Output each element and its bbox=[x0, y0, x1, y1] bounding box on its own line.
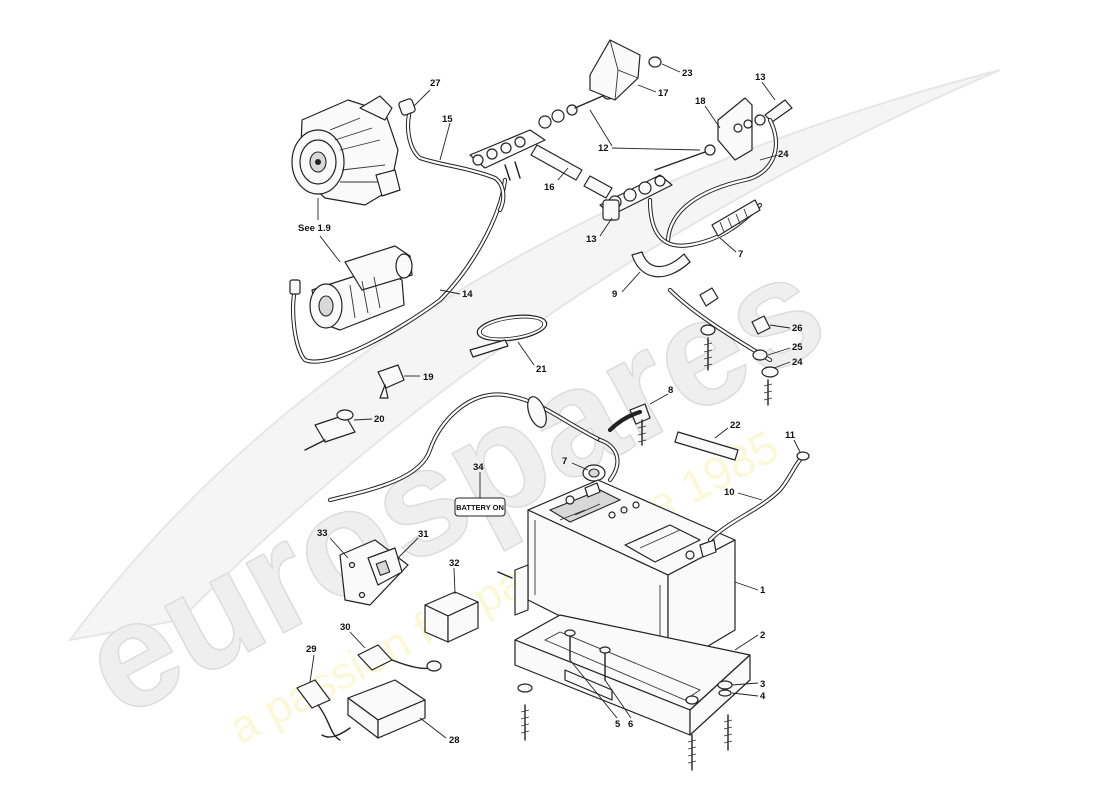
terminal-block bbox=[469, 88, 614, 181]
callout-33: 33 bbox=[317, 528, 328, 539]
insulator-cover bbox=[589, 39, 662, 101]
battery bbox=[527, 479, 736, 671]
callout-7-lower: 7 bbox=[562, 456, 567, 467]
isolator-switch bbox=[339, 539, 409, 606]
callouts: 1 2 3 4 5 6 7 7 8 9 10 11 1 bbox=[298, 63, 803, 746]
callout-11: 11 bbox=[785, 430, 796, 441]
callout-29: 29 bbox=[306, 644, 317, 655]
callout-9: 9 bbox=[612, 289, 617, 300]
callout-20: 20 bbox=[374, 414, 385, 425]
callout-17: 17 bbox=[658, 88, 669, 99]
battery-clamp bbox=[582, 464, 606, 482]
clip-19 bbox=[377, 364, 405, 399]
callout-25: 25 bbox=[792, 342, 803, 353]
charge-connector bbox=[357, 644, 442, 672]
relay-box bbox=[424, 591, 479, 643]
callout-19: 19 bbox=[423, 372, 434, 383]
bracket bbox=[717, 97, 793, 161]
callout-14: 14 bbox=[462, 289, 473, 300]
battery-tray bbox=[514, 614, 751, 736]
callout-34: 34 bbox=[473, 462, 484, 473]
callout-24-lower: 24 bbox=[792, 357, 803, 368]
callout-4: 4 bbox=[760, 691, 766, 702]
callout-16: 16 bbox=[544, 182, 555, 193]
callout-28: 28 bbox=[449, 735, 460, 746]
battery-on-label-text: BATTERY ON bbox=[456, 503, 504, 512]
starter-motor bbox=[309, 245, 413, 331]
callout-8: 8 bbox=[668, 385, 673, 396]
callout-24-upper: 24 bbox=[778, 149, 789, 160]
callout-12: 12 bbox=[598, 143, 609, 154]
tray-fixings bbox=[517, 629, 733, 771]
callout-26: 26 bbox=[792, 323, 803, 334]
callout-18: 18 bbox=[695, 96, 706, 107]
callout-3: 3 bbox=[760, 679, 765, 690]
charger bbox=[296, 679, 426, 741]
callout-22: 22 bbox=[730, 420, 741, 431]
callout-30: 30 bbox=[340, 622, 351, 633]
callout-7-upper: 7 bbox=[738, 249, 743, 260]
callout-32: 32 bbox=[449, 558, 460, 569]
callout-23: 23 bbox=[682, 68, 693, 79]
callout-13-lower: 13 bbox=[586, 234, 597, 245]
lower-terminal-block bbox=[599, 174, 673, 221]
callout-see-1-9: See 1.9 bbox=[298, 223, 331, 234]
battery-on-label: BATTERY ON bbox=[454, 497, 506, 517]
callout-2: 2 bbox=[760, 630, 765, 641]
callout-21: 21 bbox=[536, 364, 547, 375]
callout-31: 31 bbox=[418, 529, 429, 540]
callout-13-upper: 13 bbox=[755, 72, 766, 83]
ground-terminals bbox=[699, 287, 779, 406]
cable-tie bbox=[469, 314, 548, 358]
callout-10: 10 bbox=[724, 487, 735, 498]
callout-1: 1 bbox=[760, 585, 766, 596]
callout-27: 27 bbox=[430, 78, 441, 89]
clip-20 bbox=[304, 409, 356, 451]
callout-15: 15 bbox=[442, 114, 453, 125]
alternator bbox=[291, 95, 401, 206]
callout-6: 6 bbox=[628, 719, 633, 730]
callout-5: 5 bbox=[615, 719, 621, 730]
watermark-swoosh bbox=[67, 69, 1001, 642]
